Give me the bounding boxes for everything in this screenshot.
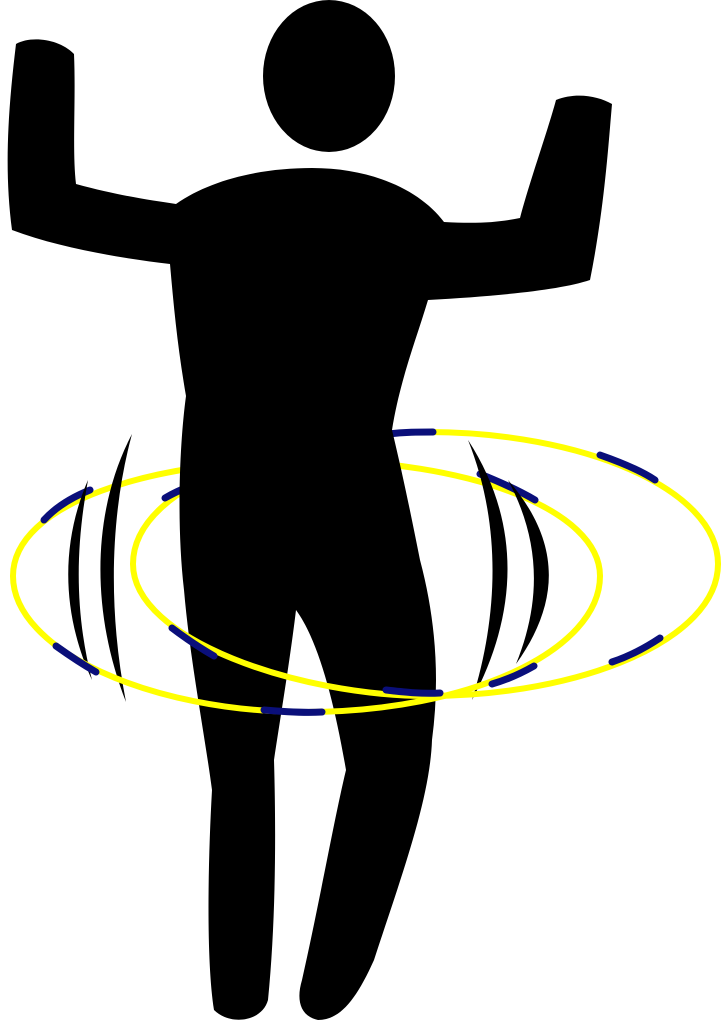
dancer-silhouette <box>7 0 612 1020</box>
hoop-accent-back-1 <box>384 428 437 438</box>
motion-line-left-inner <box>100 434 132 702</box>
hoop-accent-front-2 <box>382 686 444 697</box>
hoop-accent-front-3 <box>608 634 664 666</box>
hoop-accent-front-4 <box>52 642 100 676</box>
hoop-accent-front-6 <box>488 662 538 688</box>
hoops-front <box>10 561 721 716</box>
dancer-head <box>263 0 395 152</box>
hoop-accent-front-5 <box>260 706 326 716</box>
motion-line-right-outer <box>508 480 549 664</box>
motion-line-right-inner <box>468 440 508 700</box>
dancer-body <box>7 39 612 1020</box>
hoop-accent-back-2 <box>596 451 659 484</box>
motion-line-left-outer <box>68 480 92 680</box>
hoop-accent-front-1 <box>168 624 218 660</box>
motion-lines <box>68 434 549 702</box>
